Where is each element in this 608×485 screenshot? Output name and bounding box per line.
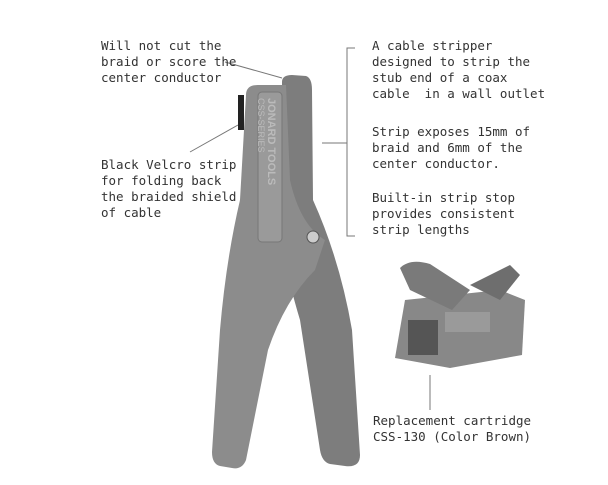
- logo-series: CSS-SERIES: [256, 98, 266, 153]
- replacement-cartridge: [395, 261, 525, 368]
- callout-exposes: Strip exposes 15mm of braid and 6mm of t…: [372, 124, 531, 171]
- callout-purpose: A cable stripper designed to strip the s…: [372, 38, 546, 101]
- logo-brand: JONARD TOOLS: [265, 98, 277, 185]
- callout-strip-stop: Built-in strip stop provides consistent …: [372, 190, 515, 237]
- leader-lines: [189, 47, 431, 410]
- pivot-rivet: [306, 230, 320, 244]
- cartridge-opening: [408, 320, 438, 355]
- callout-no-cut: Will not cut the braid or score the cent…: [101, 38, 237, 85]
- tool-rear-handle: [282, 75, 360, 467]
- tool-front-body: [212, 85, 325, 469]
- leader-line-no-cut: [224, 61, 283, 79]
- leader-line-velcro: [189, 124, 239, 153]
- cartridge-lid: [400, 261, 470, 310]
- callout-velcro: Black Velcro strip for folding back the …: [101, 157, 237, 220]
- velcro-strip: [238, 95, 244, 130]
- callout-bracket: [346, 47, 355, 237]
- callout-cartridge: Replacement cartridge CSS-130 (Color Bro…: [373, 413, 532, 444]
- cartridge-clip: [470, 265, 520, 300]
- cartridge-face: [445, 312, 490, 332]
- logo-plate: [257, 91, 283, 243]
